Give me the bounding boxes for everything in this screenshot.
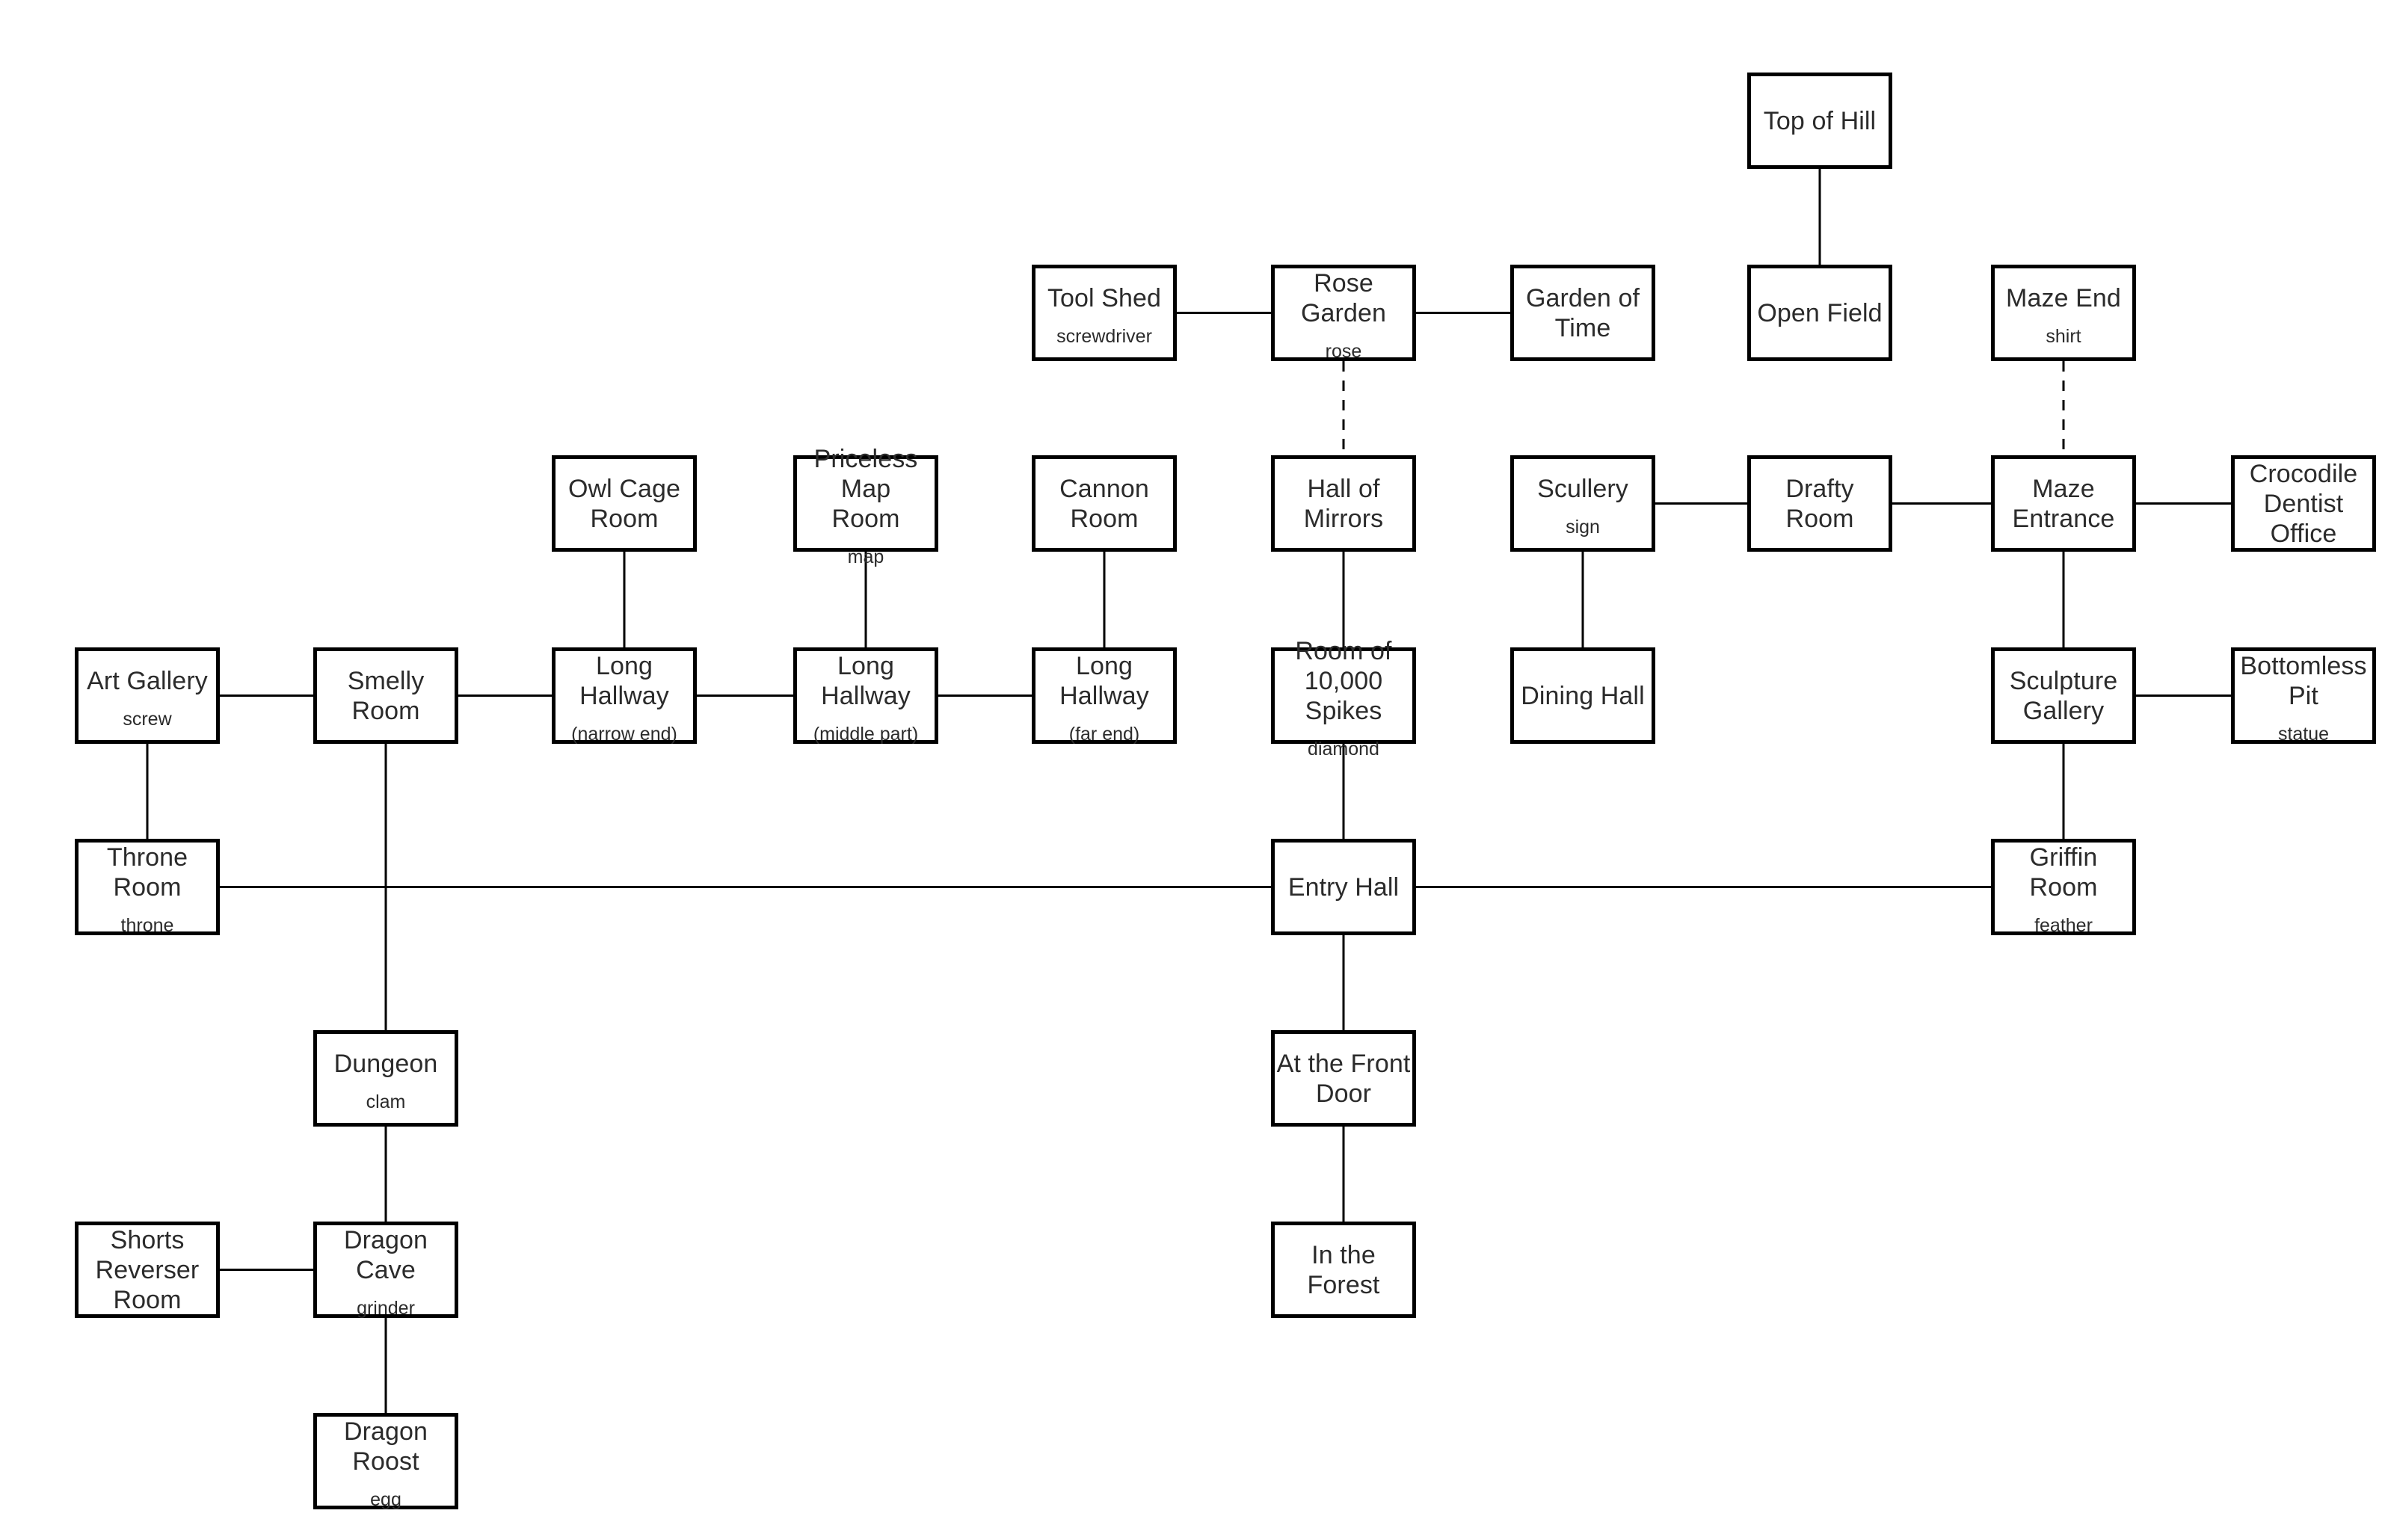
room-node-item: screwdriver: [1056, 325, 1152, 347]
room-node-art_gallery[interactable]: Art Gallery screw: [75, 647, 220, 744]
room-node-item: map: [847, 546, 884, 567]
room-node-shorts_reverser[interactable]: Shorts Reverser Room: [75, 1222, 220, 1318]
room-node-title: Scullery: [1537, 474, 1628, 503]
room-node-title: Owl Cage Room: [567, 474, 681, 533]
room-node-title: In the Forest: [1307, 1240, 1380, 1299]
room-node-title: Dragon Roost: [343, 1417, 428, 1476]
room-node-crocodile_dentist[interactable]: Crocodile Dentist Office: [2231, 455, 2376, 552]
room-node-title: Crocodile Dentist Office: [2249, 459, 2358, 548]
room-node-long_hallway_far[interactable]: Long Hallway (far end): [1032, 647, 1177, 745]
room-node-title: Long Hallway: [1059, 651, 1149, 710]
room-node-title: Sculpture Gallery: [2009, 666, 2118, 725]
room-node-cannon_room[interactable]: Cannon Room: [1032, 455, 1177, 552]
room-node-title: Entry Hall: [1287, 872, 1400, 902]
room-node-owl_cage_room[interactable]: Owl Cage Room: [552, 455, 697, 552]
room-node-item: (narrow end): [571, 723, 677, 745]
room-node-title: Art Gallery: [87, 666, 208, 695]
room-node-title: Dungeon: [333, 1049, 438, 1078]
room-node-title: Drafty Room: [1785, 474, 1854, 533]
room-node-title: Garden of Time: [1525, 283, 1640, 342]
room-node-title: Priceless Map Room: [813, 444, 918, 533]
room-node-long_hallway_near[interactable]: Long Hallway (narrow end): [552, 647, 697, 745]
room-node-title: Cannon Room: [1059, 474, 1149, 533]
room-node-sculpture_gallery[interactable]: Sculpture Gallery: [1991, 647, 2136, 744]
room-node-title: Long Hallway: [579, 651, 669, 710]
room-node-title: Bottomless Pit: [2240, 651, 2367, 710]
room-node-title: Top of Hill: [1763, 106, 1877, 135]
room-node-drafty_room[interactable]: Drafty Room: [1747, 455, 1892, 552]
room-node-item: sign: [1566, 516, 1600, 538]
room-node-title: Throne Room: [106, 843, 188, 902]
room-node-top_of_hill[interactable]: Top of Hill: [1747, 73, 1892, 169]
room-node-hall_of_mirrors[interactable]: Hall of Mirrors: [1271, 455, 1416, 552]
room-node-item: grinder: [357, 1297, 415, 1319]
room-node-smelly_room[interactable]: Smelly Room: [313, 647, 458, 744]
room-node-title: Dining Hall: [1521, 681, 1645, 710]
room-node-title: Shorts Reverser Room: [95, 1225, 200, 1314]
room-node-item: shirt: [2046, 325, 2081, 347]
room-node-title: Long Hallway: [821, 651, 911, 710]
room-node-title: Griffin Room: [2029, 843, 2098, 902]
room-node-long_hallway_mid[interactable]: Long Hallway (middle part): [793, 647, 938, 745]
room-node-title: Room of 10,000 Spikes: [1295, 636, 1392, 725]
room-node-in_the_forest[interactable]: In the Forest: [1271, 1222, 1416, 1318]
room-node-title: Open Field: [1757, 298, 1883, 327]
room-node-maze_end[interactable]: Maze End shirt: [1991, 265, 2136, 361]
room-node-dragon_roost[interactable]: Dragon Roost egg: [313, 1413, 458, 1510]
room-node-item: egg: [370, 1488, 401, 1510]
room-node-tool_shed[interactable]: Tool Shed screwdriver: [1032, 265, 1177, 361]
room-node-open_field[interactable]: Open Field: [1747, 265, 1892, 361]
room-node-dining_hall[interactable]: Dining Hall: [1510, 647, 1655, 744]
room-node-item: statue: [2277, 723, 2330, 745]
room-node-room_of_spikes[interactable]: Room of 10,000 Spikes diamond: [1271, 637, 1416, 760]
room-node-item: feather: [2034, 914, 2093, 936]
room-node-dragon_cave[interactable]: Dragon Cave grinder: [313, 1222, 458, 1319]
room-node-bottomless_pit[interactable]: Bottomless Pit statue: [2231, 647, 2376, 745]
room-node-title: Smelly Room: [347, 666, 425, 725]
room-node-priceless_map[interactable]: Priceless Map Room map: [793, 445, 938, 567]
room-node-rose_garden[interactable]: Rose Garden rose: [1271, 265, 1416, 362]
room-node-item: screw: [123, 708, 172, 730]
room-node-title: Tool Shed: [1047, 283, 1162, 312]
room-node-garden_of_time[interactable]: Garden of Time: [1510, 265, 1655, 361]
room-node-griffin_room[interactable]: Griffin Room feather: [1991, 839, 2136, 936]
room-node-item: throne: [120, 914, 174, 936]
room-node-item: (middle part): [813, 723, 919, 745]
room-node-at_the_front_door[interactable]: At the Front Door: [1271, 1030, 1416, 1127]
room-node-dungeon[interactable]: Dungeon clam: [313, 1030, 458, 1127]
room-node-title: Maze Entrance: [2012, 474, 2115, 533]
room-node-title: Maze End: [2006, 283, 2121, 312]
room-node-item: rose: [1325, 340, 1362, 362]
room-node-maze_entrance[interactable]: Maze Entrance: [1991, 455, 2136, 552]
room-node-title: Hall of Mirrors: [1303, 474, 1384, 533]
room-node-scullery[interactable]: Scullery sign: [1510, 455, 1655, 552]
room-node-title: Rose Garden: [1300, 268, 1386, 327]
room-node-title: At the Front Door: [1276, 1049, 1411, 1108]
room-node-entry_hall[interactable]: Entry Hall: [1271, 839, 1416, 935]
room-node-throne_room[interactable]: Throne Room throne: [75, 839, 220, 936]
room-node-item: diamond: [1308, 738, 1379, 760]
room-node-item: clam: [366, 1091, 406, 1112]
room-node-item: (far end): [1068, 723, 1140, 745]
room-node-title: Dragon Cave: [343, 1225, 428, 1284]
